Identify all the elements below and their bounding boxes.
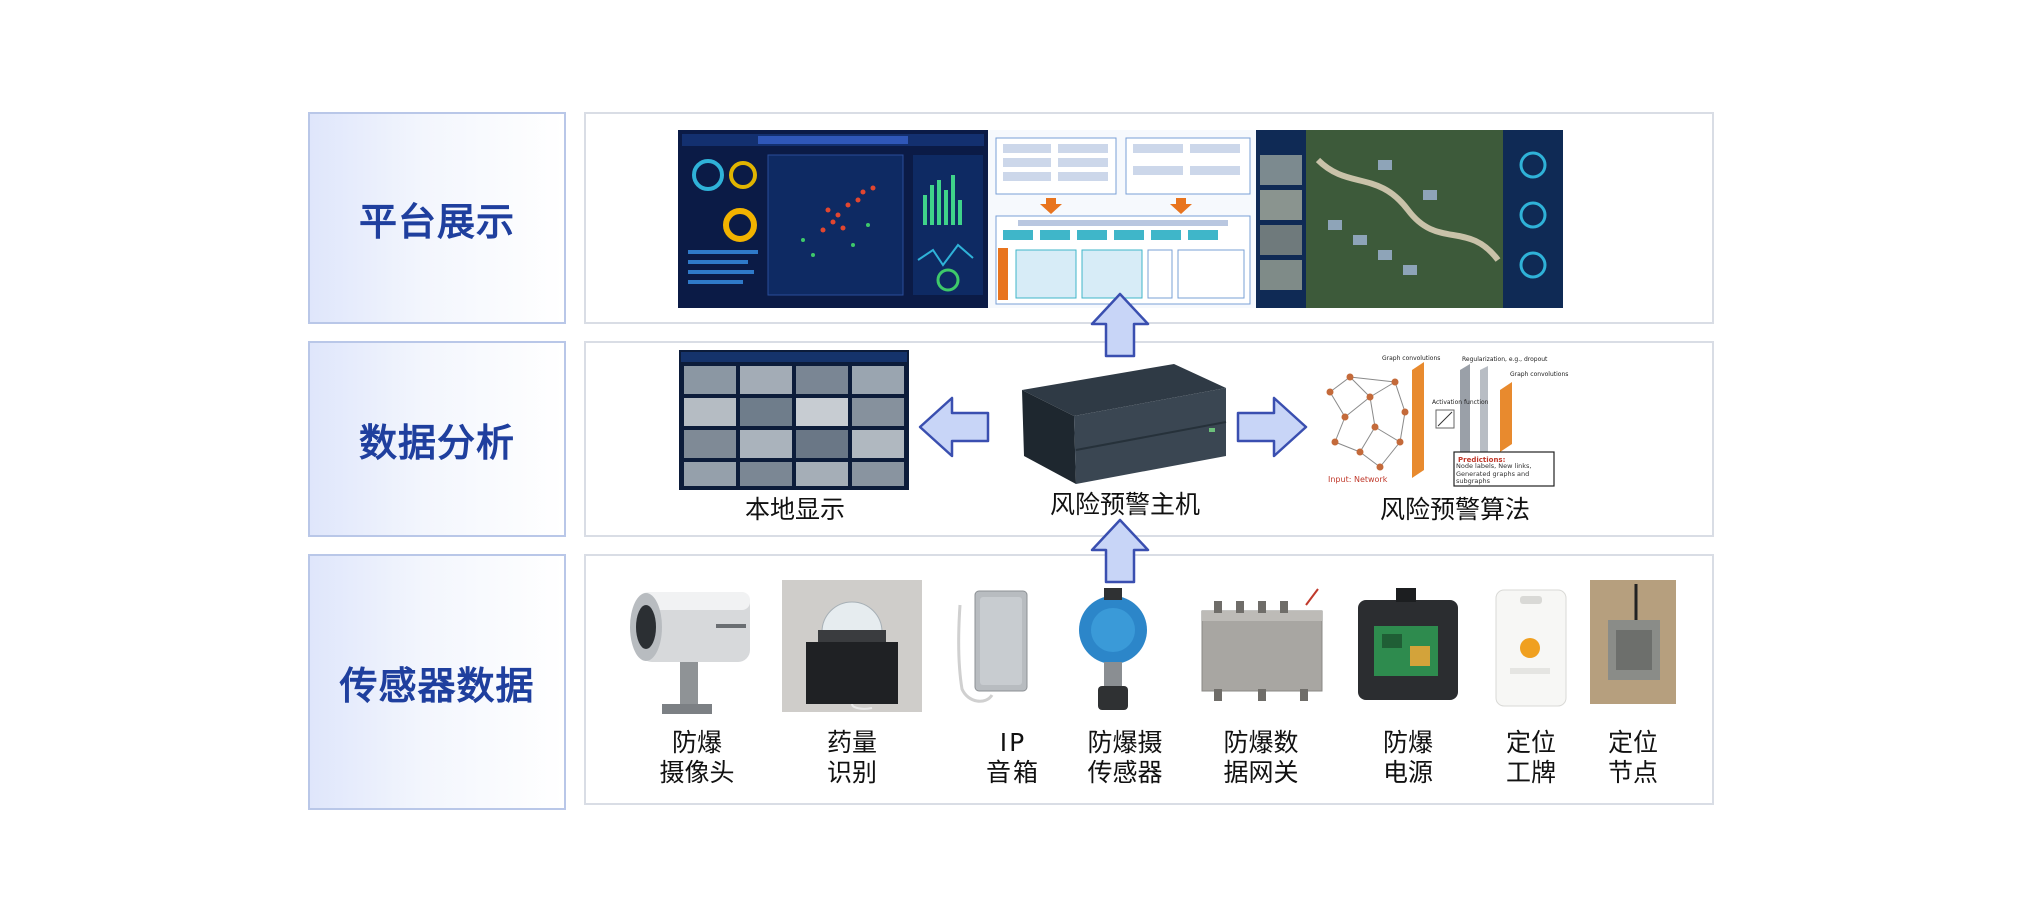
local-display-image	[679, 350, 909, 495]
explosion-proof-camera-icon	[622, 578, 754, 716]
layer-label-platform: 平台展示	[308, 112, 566, 324]
sensor-caption-line: IP	[999, 728, 1027, 757]
gas-sensor-icon	[1068, 582, 1158, 714]
power-supply-icon	[1352, 586, 1464, 708]
algo-activation-label: Activation function	[1432, 399, 1489, 406]
positioning-node-icon	[1590, 580, 1676, 704]
sensor-caption-line: 药量	[826, 728, 877, 757]
sensor-caption-dose: 药量 识别	[797, 728, 907, 788]
sensor-caption-line: 据网关	[1223, 758, 1299, 787]
platform-dashboard-image	[678, 130, 1563, 308]
data-gateway-icon	[1196, 585, 1328, 707]
algo-layer2-label: Regularization, e.g., dropout	[1462, 356, 1548, 363]
algo-predictions-title: Predictions:	[1458, 456, 1506, 464]
layer-label-platform-text: 平台展示	[358, 199, 515, 244]
layer-label-analysis-text: 数据分析	[358, 420, 515, 465]
sensor-caption-line: 识别	[826, 758, 877, 787]
sensor-caption-line: 防爆数	[1223, 728, 1299, 757]
sensor-caption-line: 电源	[1382, 758, 1433, 787]
arrow-right-to-algorithm	[1236, 396, 1308, 458]
sensor-caption-line: 定位	[1505, 728, 1556, 757]
risk-warning-host-image	[1014, 358, 1230, 492]
sensor-caption-node: 定位 节点	[1578, 728, 1688, 788]
sensor-caption-line: 传感器	[1087, 758, 1163, 787]
risk-warning-algorithm-caption: 风险预警算法	[1379, 495, 1530, 524]
algo-layer3-label: Graph convolutions	[1510, 371, 1568, 378]
layer-label-sensors-text: 传感器数据	[339, 663, 535, 708]
sensor-caption-gas-sensor: 防爆摄 传感器	[1070, 728, 1180, 788]
sensor-caption-line: 音箱	[985, 758, 1040, 787]
sensor-caption-line: 防爆摄	[1087, 728, 1163, 757]
positioning-badge-icon	[1490, 586, 1572, 710]
algorithm-figure: Graph convolutions Regularization, e.g.,…	[1320, 352, 1570, 492]
sensor-caption-gateway: 防爆数 据网关	[1206, 728, 1316, 788]
sensor-caption-line: 节点	[1607, 758, 1658, 787]
algo-input-label: Input: Network	[1328, 475, 1388, 484]
sensor-caption-line: 定位	[1607, 728, 1658, 757]
layer-label-sensors: 传感器数据	[308, 554, 566, 810]
dose-recognition-device-icon	[782, 580, 922, 712]
arrow-up-to-platform	[1090, 292, 1150, 358]
algo-predictions-text: Node labels, New links, Generated graphs…	[1456, 463, 1532, 485]
sensor-caption-camera: 防爆 摄像头	[642, 728, 752, 788]
sensor-caption-line: 防爆	[671, 728, 722, 757]
sensor-caption-ip-speaker: IP 音箱	[958, 728, 1068, 788]
local-display-caption: 本地显示	[744, 495, 845, 524]
ip-speaker-icon	[950, 585, 1040, 715]
sensor-caption-badge: 定位 工牌	[1476, 728, 1586, 788]
arrow-up-to-host	[1090, 518, 1150, 584]
sensor-caption-power: 防爆 电源	[1353, 728, 1463, 788]
layer-label-analysis: 数据分析	[308, 341, 566, 537]
sensor-caption-line: 防爆	[1382, 728, 1433, 757]
sensor-caption-line: 摄像头	[659, 758, 735, 787]
sensor-caption-line: 工牌	[1505, 758, 1556, 787]
arrow-left-to-display	[918, 396, 990, 458]
risk-warning-host-caption: 风险预警主机	[1049, 490, 1200, 519]
algo-layer1-label: Graph convolutions	[1382, 355, 1440, 362]
